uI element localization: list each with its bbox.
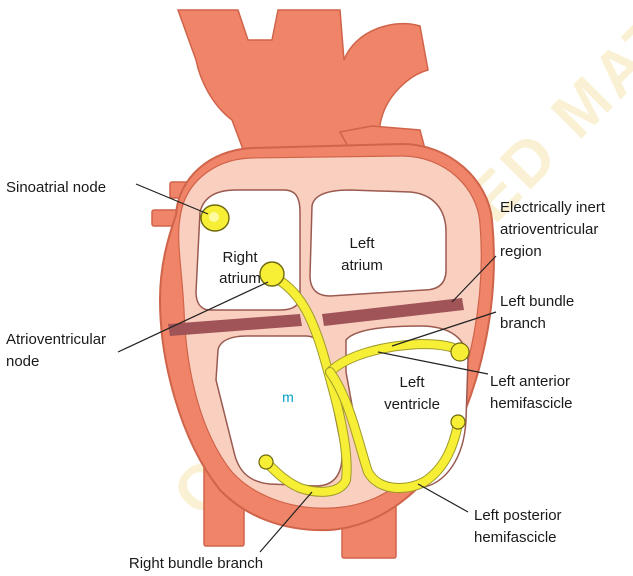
label-left-anterior-1: Left anterior <box>490 373 570 390</box>
atrioventricular-node <box>260 262 284 286</box>
left-atrium-chamber <box>310 190 446 296</box>
label-right-bundle-branch: Right bundle branch <box>129 555 263 572</box>
left-anterior-terminal <box>451 343 469 361</box>
label-left-bundle-2: branch <box>500 315 546 332</box>
label-inert-region-1: Electrically inert <box>500 199 606 216</box>
label-left-posterior-1: Left posterior <box>474 507 562 524</box>
label-inert-region-3: region <box>500 243 542 260</box>
label-sinoatrial-node: Sinoatrial node <box>6 179 106 196</box>
label-right-atrium-2: atrium <box>219 270 261 287</box>
label-left-ventricle-2: ventricle <box>384 396 440 413</box>
right-bundle-terminal <box>259 455 273 469</box>
label-right-atrium-1: Right <box>222 249 258 266</box>
label-left-posterior-2: hemifascicle <box>474 529 557 546</box>
label-inert-region-2: atrioventricular <box>500 221 598 238</box>
label-right-ventricle-marker: m <box>282 389 294 405</box>
label-left-ventricle-1: Left <box>399 374 425 391</box>
label-left-bundle-1: Left bundle <box>500 293 574 310</box>
label-left-atrium-1: Left <box>349 235 375 252</box>
left-posterior-terminal <box>451 415 465 429</box>
sinoatrial-node-core <box>209 212 219 222</box>
label-av-node-1: Atrioventricular <box>6 331 106 348</box>
label-av-node-2: node <box>6 353 39 370</box>
label-left-atrium-2: atrium <box>341 257 383 274</box>
label-left-anterior-2: hemifascicle <box>490 395 573 412</box>
